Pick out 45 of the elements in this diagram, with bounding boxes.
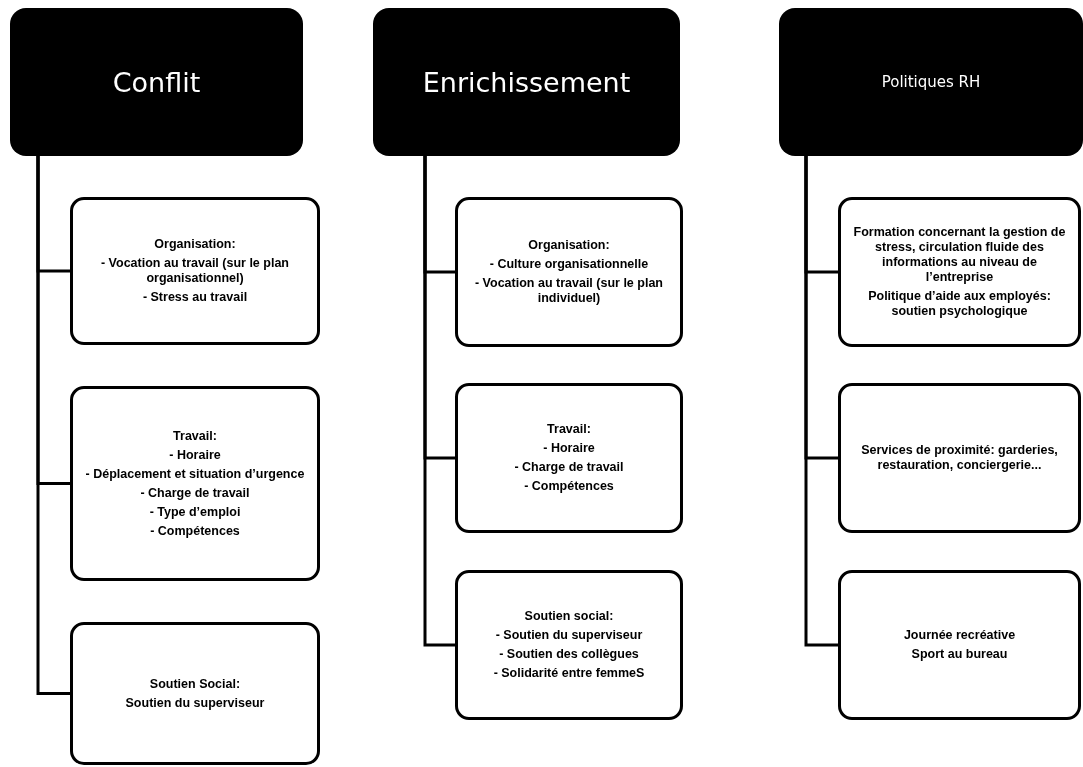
box-text: - Horaire [543,441,595,456]
category-box [455,197,683,347]
box-text: Travail: [547,422,591,437]
box-text: - Type d’emploi [149,504,241,520]
category-box [455,383,683,533]
box-text: Journée recréative [903,628,1016,643]
header-title: Enrichissement [422,66,631,98]
box-text: Soutien Social: [149,676,241,692]
header-title: Conflit [112,66,201,98]
box-text: - Compétences [524,479,614,494]
box-text: Organisation: [154,237,236,252]
box-text: - Charge de travail [140,485,250,501]
category-box [455,570,683,720]
box-text: Soutien du superviseur [125,695,265,711]
category-box [70,622,320,765]
box-text: Travail: [173,428,217,444]
box-text: - Soutien des collègues [499,647,639,662]
box-text: - Déplacement et situation d’urgence [85,466,305,482]
header-box [10,8,303,156]
header-box [779,8,1083,156]
box-text: Soutien social: [524,609,614,624]
category-box [838,383,1081,533]
box-text: - Solidarité entre femmeS [493,666,645,681]
box-text: - Vocation au travail (sur le plan organisationnel) [100,256,290,286]
header-title: Politiques RH [881,73,981,91]
box-text: Formation concernant la gestion de stress, circulation fluide des informations au niveau de l’entreprise [852,225,1067,285]
box-text: Organisation: [528,238,610,253]
connector-line [804,156,838,647]
box-text: - Soutien du superviseur [495,628,643,643]
box-text: - Charge de travail [514,460,624,475]
connector-line [36,156,70,695]
box-text: Politique d’aide aux employés: soutien psychologique [867,289,1052,319]
box-text: - Horaire [169,447,221,463]
connector-line [423,156,455,647]
box-text: Services de proximité: garderies, restauration, conciergerie... [860,443,1059,473]
category-box [70,386,320,581]
box-text: Sport au bureau [911,647,1008,662]
box-text: - Stress au travail [142,290,248,305]
box-text: - Compétences [150,523,240,539]
box-text: - Culture organisationnelle [489,257,649,272]
box-text: - Vocation au travail (sur le plan individuel) [474,276,664,306]
category-box [838,570,1081,720]
category-box [838,197,1081,347]
category-box [70,197,320,345]
header-box [373,8,680,156]
